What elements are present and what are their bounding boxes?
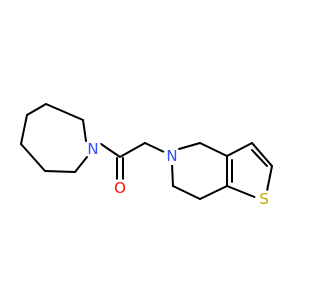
thiophene-bond-s-c7a: [226, 185, 258, 199]
azepane-nitrogen-label: N: [87, 140, 98, 158]
azepane-bond-2: [45, 103, 84, 121]
ring-bond-c6-n: [171, 163, 174, 187]
ring-bond-c7a-c7: [199, 185, 228, 200]
atom-label-layer: N O N S: [84, 140, 273, 208]
azepane-bond-1: [82, 119, 87, 142]
azepane-bond-4: [20, 114, 28, 145]
thiophene-bond-c3-c2: [251, 142, 273, 167]
ring-nitrogen-label: N: [166, 147, 177, 165]
thiophene-double-inner-b: [251, 149, 268, 167]
carbonyl-ch2-bond: [119, 142, 146, 158]
thiophene-sulfur-atom: S: [255, 190, 273, 208]
ring-nitrogen-atom: N: [163, 147, 181, 165]
n-carbonyl-bond: [100, 143, 121, 158]
azepane-nitrogen-atom: N: [84, 140, 102, 158]
molecule-structure-diagram: N O N S: [20, 103, 273, 208]
ch2-ringn-bond: [144, 142, 165, 153]
thiophene-sulfur-label: S: [259, 190, 269, 208]
ring-bond-c4-c3a: [199, 142, 228, 157]
azepane-bond-7: [74, 156, 88, 173]
carbonyl-oxygen-label: O: [114, 179, 126, 197]
ring-bond-n-c4: [178, 142, 201, 150]
azepane-bond-3: [26, 103, 47, 116]
bond-layer: [20, 103, 273, 200]
azepane-bond-6: [44, 170, 76, 173]
ring-bond-c7-c6: [172, 185, 201, 200]
thiophene-bond-c3a-c3: [226, 142, 253, 157]
thiophene-bond-c2-s: [266, 165, 273, 192]
carbonyl-oxygen-atom: O: [111, 179, 129, 197]
azepane-bond-5: [20, 143, 46, 172]
